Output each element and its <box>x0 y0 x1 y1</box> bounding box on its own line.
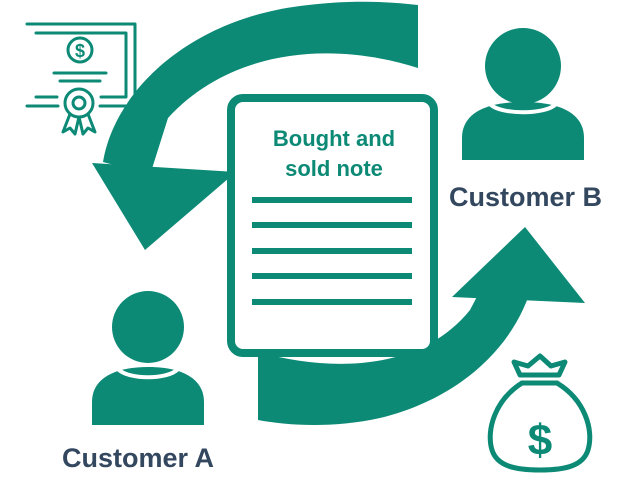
customer-a-person-icon <box>92 291 204 425</box>
note-title-line-2: sold note <box>285 156 383 181</box>
document-line <box>252 248 412 254</box>
customer-b-label: Customer B <box>449 182 603 212</box>
document-line <box>252 222 412 228</box>
customer-a-label: Customer A <box>62 443 215 473</box>
document-icon <box>227 94 438 357</box>
document-line <box>252 299 412 305</box>
note-title-line-1: Bought and <box>272 126 396 151</box>
curved-arrow-left-icon <box>92 1 418 250</box>
document-line <box>252 197 412 203</box>
certificate-dollar-sign: $ <box>75 41 85 61</box>
note-title: Bought and sold note <box>244 124 424 184</box>
certificate-icon <box>25 22 137 136</box>
customer-b-person-icon <box>462 28 584 160</box>
money-bag-icon <box>487 353 593 473</box>
ribbon-seal-icon <box>61 87 97 136</box>
document-line <box>252 273 412 279</box>
money-bag-dollar-sign: $ <box>528 416 552 465</box>
curved-arrow-right-icon <box>258 227 585 425</box>
